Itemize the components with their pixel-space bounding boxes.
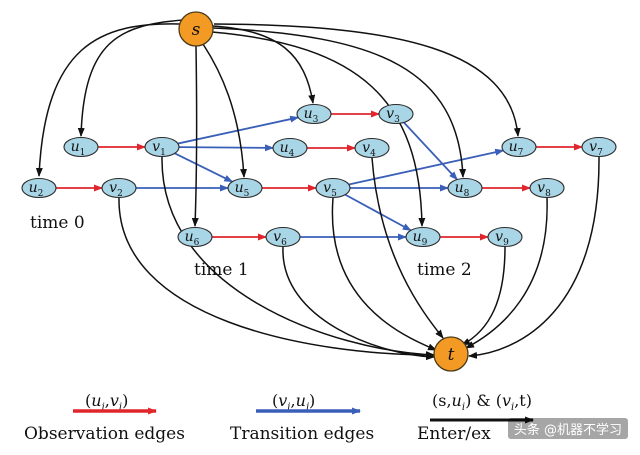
- time-labels: time 0 time 1 time 2: [30, 213, 472, 280]
- edge-exit-v7-t: [468, 156, 600, 359]
- node-shape-v4: [354, 137, 390, 159]
- edges-layer: [35, 19, 600, 361]
- node-shape-u8: [447, 177, 483, 199]
- node-label-u9: u9: [413, 229, 428, 248]
- node-v8: v8: [529, 177, 565, 199]
- node-u3: u3: [296, 103, 332, 125]
- node-u4: u4: [272, 137, 308, 159]
- edge-exit-v5-t: [331, 197, 437, 351]
- node-label-v8: v8: [537, 180, 551, 199]
- node-label-v6: v6: [273, 229, 287, 248]
- time-label-2: time 2: [417, 260, 472, 280]
- node-label-u8: u8: [455, 180, 470, 199]
- node-t: t: [433, 336, 469, 372]
- node-u1: u1: [63, 136, 99, 158]
- edge-exit-v6-t: [282, 246, 435, 361]
- legend-item-enter_exit: (s,ui) & (vi,t) Enter/ex: [417, 391, 534, 444]
- node-s: s: [178, 11, 214, 47]
- legend-formula-transition: (vi,uj): [272, 391, 315, 413]
- node-u5: u5: [227, 177, 263, 199]
- legend-caption-transition: Transition edges: [230, 424, 374, 444]
- node-u8: u8: [447, 177, 483, 199]
- node-shape-v9: [487, 226, 523, 248]
- node-shape-u1: [63, 136, 99, 158]
- node-label-u1: u1: [71, 139, 86, 158]
- node-label-v3: v3: [386, 106, 400, 125]
- legend-item-transition: (vi,uj) Transition edges: [230, 391, 374, 444]
- node-label-u4: u4: [280, 140, 295, 159]
- node-shape-v6: [265, 226, 301, 248]
- node-shape-u6: [177, 226, 213, 248]
- node-shape-u4: [272, 137, 308, 159]
- node-label-v9: v9: [495, 229, 509, 248]
- node-label-v2: v2: [109, 180, 123, 199]
- legend-caption-enter_exit: Enter/ex: [417, 424, 491, 444]
- node-label-u7: u7: [509, 139, 524, 158]
- node-label-u5: u5: [235, 180, 250, 199]
- node-v1: v1: [144, 136, 180, 158]
- node-u9: u9: [405, 226, 441, 248]
- edge-enter-s-u2: [35, 23, 181, 177]
- node-label-u2: u2: [29, 180, 44, 199]
- legend-formula-enter_exit: (s,ui) & (vi,t): [432, 391, 532, 413]
- node-v9: v9: [487, 226, 523, 248]
- node-shape-u5: [227, 177, 263, 199]
- nodes-layer: s t u1 v1 u2 v2 u3 v3 u4 v4 u5 v5 u6 v6 u7 v7 u8 v8 u9 v9: [21, 11, 617, 372]
- node-u7: u7: [501, 136, 537, 158]
- edge-exit-v9-t: [461, 246, 506, 346]
- node-shape-v2: [101, 177, 137, 199]
- edge-enter-s-u8: [212, 27, 467, 178]
- legend: (ui,vi) Observation edges (vi,uj) Transitio…: [24, 391, 534, 444]
- node-label-t: t: [448, 345, 455, 365]
- node-shape-u9: [405, 226, 441, 248]
- legend-formula-observation: (ui,vi): [85, 391, 128, 413]
- legend-caption-observation: Observation edges: [24, 424, 185, 444]
- time-label-0: time 0: [30, 213, 85, 233]
- node-u6: u6: [177, 226, 213, 248]
- node-label-u6: u6: [185, 229, 200, 248]
- node-v5: v5: [315, 177, 351, 199]
- node-label-v5: v5: [323, 180, 337, 199]
- node-v3: v3: [378, 103, 414, 125]
- node-shape-v7: [581, 136, 617, 158]
- edge-transition-v1-u5: [174, 152, 234, 183]
- edge-enter-s-u5: [202, 43, 248, 178]
- node-label-v1: v1: [152, 139, 166, 158]
- node-shape-s: [178, 11, 214, 47]
- node-shape-v5: [315, 177, 351, 199]
- time-label-1: time 1: [194, 260, 249, 280]
- node-v7: v7: [581, 136, 617, 158]
- node-v4: v4: [354, 137, 390, 159]
- edge-transition-v3-u8: [403, 121, 458, 181]
- node-shape-t: [433, 336, 469, 372]
- legend-item-observation: (ui,vi) Observation edges: [24, 391, 185, 444]
- edge-exit-v2-t: [118, 197, 435, 359]
- edge-enter-s-u7: [213, 23, 521, 137]
- node-shape-u3: [296, 103, 332, 125]
- edge-enter-s-u6: [191, 45, 199, 227]
- node-shape-u7: [501, 136, 537, 158]
- edge-exit-v1-t: [161, 156, 435, 359]
- node-u2: u2: [21, 177, 57, 199]
- node-label-s: s: [192, 20, 201, 40]
- node-shape-v3: [378, 103, 414, 125]
- node-v6: v6: [265, 226, 301, 248]
- edge-transition-v5-u9: [344, 193, 412, 232]
- edge-enter-s-u9: [211, 31, 426, 227]
- edge-transition-v1-u4: [178, 144, 275, 152]
- edge-exit-v8-t: [465, 197, 548, 349]
- node-label-v4: v4: [362, 140, 376, 159]
- node-v2: v2: [101, 177, 137, 199]
- edge-enter-s-u1: [77, 19, 184, 137]
- node-label-u3: u3: [304, 106, 319, 125]
- node-shape-u2: [21, 177, 57, 199]
- watermark: 头条 @机器不学习: [507, 418, 628, 439]
- node-shape-v1: [144, 136, 180, 158]
- edge-exit-v4-t: [371, 157, 444, 339]
- node-shape-v8: [529, 177, 565, 199]
- node-label-v7: v7: [589, 139, 603, 158]
